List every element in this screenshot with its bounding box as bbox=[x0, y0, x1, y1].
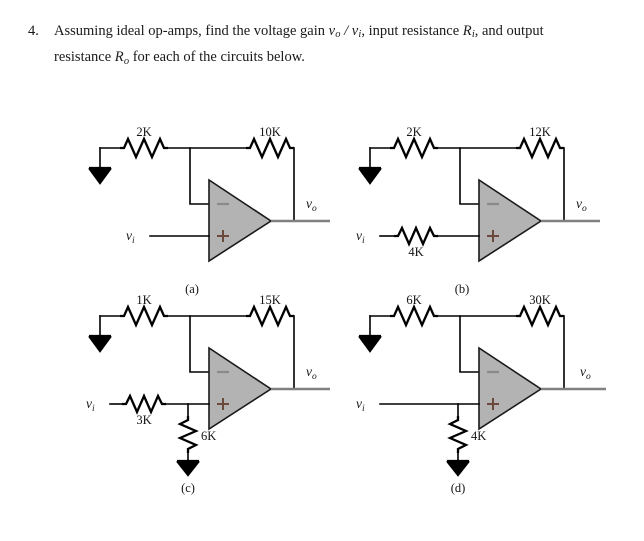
circuit-caption-d: (d) bbox=[451, 481, 466, 495]
ri-sub: i bbox=[471, 29, 475, 41]
output-label-c: vo bbox=[306, 364, 317, 382]
resistor-ground-a bbox=[120, 136, 168, 160]
gain-vo-sub: o bbox=[335, 29, 341, 41]
circuit-diagram-b: 2K 12K 4K vi vo (b) bbox=[348, 118, 644, 308]
ground-symbol-b bbox=[358, 147, 382, 185]
opamp-symbol-d bbox=[478, 346, 543, 431]
circuit-caption-c: (c) bbox=[181, 481, 195, 495]
resistor-shunt-d bbox=[447, 416, 469, 453]
resistor-feedback-d-label: 30K bbox=[529, 293, 551, 307]
resistor-ground-d bbox=[390, 304, 438, 328]
problem-text-part1: Assuming ideal op-amps, find the voltage… bbox=[54, 23, 329, 39]
ground-symbol-shunt-d bbox=[445, 459, 471, 477]
ri-symbol: R bbox=[462, 23, 472, 39]
circuit-a-svg: 2K 10K vi vo (a) bbox=[88, 125, 330, 296]
opamp-symbol-a bbox=[208, 178, 273, 263]
opamp-symbol-c bbox=[208, 346, 273, 431]
input-label-d: vi bbox=[356, 396, 365, 414]
problem-text-part3: , and output bbox=[474, 23, 544, 39]
resistor-ground-c bbox=[120, 304, 168, 328]
resistor-input-b-label: 4K bbox=[408, 245, 423, 259]
ground-symbol-c bbox=[88, 315, 112, 353]
problem-line2-part1: resistance bbox=[54, 49, 115, 66]
resistor-shunt-c-label: 6K bbox=[201, 429, 216, 443]
problem-line-2: resistance Ro for each of the circuits b… bbox=[28, 46, 618, 72]
gain-vi-sub: i bbox=[358, 29, 362, 41]
opamp-symbol-b bbox=[478, 178, 543, 263]
ri-expression: Ri bbox=[462, 23, 475, 41]
problem-line2-part2: for each of the circuits below. bbox=[129, 49, 305, 66]
output-label-b: vo bbox=[576, 196, 587, 214]
resistor-feedback-b-label: 12K bbox=[529, 125, 551, 139]
resistor-feedback-c bbox=[246, 304, 294, 328]
wire-node-to-minus-a bbox=[189, 147, 210, 205]
plus-input-icon-d bbox=[487, 398, 499, 410]
resistor-feedback-a-label: 10K bbox=[259, 125, 281, 139]
problem-text: Assuming ideal op-amps, find the voltage… bbox=[54, 20, 544, 46]
resistor-ground-d-label: 6K bbox=[406, 293, 421, 307]
ground-symbol-shunt-c bbox=[175, 459, 201, 477]
resistor-shunt-c bbox=[177, 416, 199, 453]
ro-symbol: R bbox=[114, 49, 124, 66]
resistor-ground-b-label: 2K bbox=[406, 125, 421, 139]
resistor-input-b bbox=[394, 225, 438, 247]
plus-input-icon-a bbox=[217, 230, 229, 242]
input-label-c: vi bbox=[86, 396, 95, 414]
plus-input-icon-c bbox=[217, 398, 229, 410]
problem-statement: 4. Assuming ideal op-amps, find the volt… bbox=[28, 20, 618, 73]
ground-symbol-d bbox=[358, 315, 382, 353]
resistor-ground-a-label: 2K bbox=[136, 125, 151, 139]
gain-slash-vi: / v bbox=[340, 23, 359, 39]
circuit-caption-a: (a) bbox=[185, 282, 199, 296]
resistor-feedback-c-label: 15K bbox=[259, 293, 281, 307]
problem-text-part2: , input resistance bbox=[361, 23, 463, 39]
input-label-a: vi bbox=[126, 228, 135, 246]
input-label-b: vi bbox=[356, 228, 365, 246]
circuit-caption-b: (b) bbox=[455, 282, 470, 296]
problem-line-1: 4. Assuming ideal op-amps, find the volt… bbox=[28, 20, 618, 46]
gain-expression: vo / vi bbox=[328, 23, 362, 41]
circuit-b-svg: 2K 12K 4K vi vo (b) bbox=[356, 125, 600, 296]
resistor-feedback-a bbox=[246, 136, 294, 160]
resistor-ground-b bbox=[390, 136, 438, 160]
plus-input-icon-b bbox=[487, 230, 499, 242]
ro-expression: Ro bbox=[114, 49, 130, 67]
wire-node-to-minus-d bbox=[459, 315, 480, 373]
circuit-d-svg: 6K 30K vi 4K vo bbox=[356, 293, 606, 495]
problem-text-line2: resistance Ro for each of the circuits b… bbox=[54, 46, 305, 72]
problem-number: 4. bbox=[28, 23, 39, 39]
resistor-feedback-d bbox=[516, 304, 564, 328]
resistor-shunt-d-label: 4K bbox=[471, 429, 486, 443]
wire-node-to-minus-b bbox=[459, 147, 480, 205]
output-label-a: vo bbox=[306, 196, 317, 214]
wire-node-to-minus-c bbox=[189, 315, 210, 373]
gain-vo: v bbox=[328, 23, 336, 39]
circuit-diagram-a: 2K 10K vi vo (a) bbox=[78, 118, 378, 308]
ro-sub: o bbox=[123, 55, 130, 67]
ground-symbol-a bbox=[88, 147, 112, 185]
circuit-c-svg: 1K 15K 3K vi 6K bbox=[86, 293, 330, 495]
resistor-feedback-b bbox=[516, 136, 564, 160]
resistor-input-c bbox=[122, 393, 166, 415]
resistor-ground-c-label: 1K bbox=[136, 293, 151, 307]
circuit-diagram-grid: 2K 10K vi vo (a) bbox=[0, 112, 644, 522]
resistor-input-c-label: 3K bbox=[136, 413, 151, 427]
output-label-d: vo bbox=[580, 364, 591, 382]
circuit-diagram-c: 1K 15K 3K vi 6K bbox=[78, 293, 378, 495]
circuit-diagram-d: 6K 30K vi 4K vo bbox=[348, 293, 644, 495]
